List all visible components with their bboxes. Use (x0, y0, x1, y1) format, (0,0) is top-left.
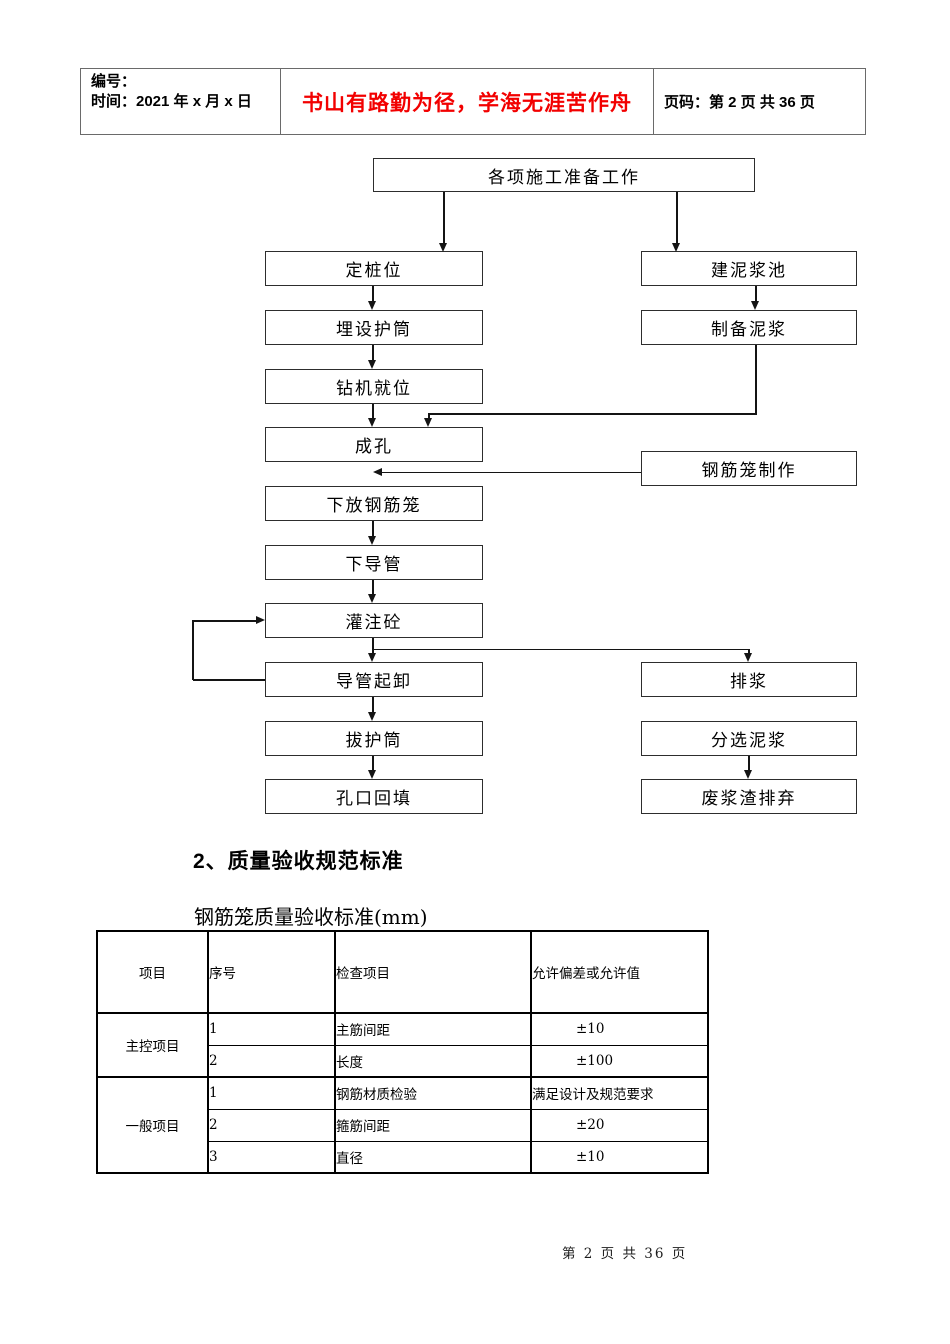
flow-arrow-line (748, 756, 750, 770)
flow-arrow-line (428, 413, 430, 419)
col-header-tolerance: 允许偏差或允许值 (530, 930, 709, 1014)
flow-arrow-line (443, 192, 445, 243)
flow-node-drill-in-place: 钻机就位 (265, 369, 483, 404)
col-header-seq: 序号 (207, 930, 336, 1014)
flow-node-prepare-mud: 制备泥浆 (641, 310, 857, 345)
flow-arrow-line (372, 756, 374, 770)
flow-arrow-line (372, 404, 374, 418)
quality-table-title: 钢筋笼质量验收标准(mm) (194, 905, 428, 929)
flow-node-prep: 各项施工准备工作 (373, 158, 755, 192)
flow-arrow-line (428, 413, 757, 415)
flow-node-cage-fabrication: 钢筋笼制作 (641, 451, 857, 486)
cell-tolerance: ±100 (530, 1044, 709, 1078)
header-cell-slogan: 书山有路勤为径，学海无涯苦作舟 (281, 69, 654, 134)
flow-node-pull-casing: 拔护筒 (265, 721, 483, 756)
flow-arrowhead-down (744, 770, 752, 779)
header-cell-page: 页码：第 2 页 共 36 页 (654, 69, 865, 134)
cell-seq: 2 (207, 1108, 336, 1142)
flow-arrowhead-down (368, 536, 376, 545)
header-slogan-text: 书山有路勤为径，学海无涯苦作舟 (302, 89, 632, 115)
flow-node-tremie-lift: 导管起卸 (265, 662, 483, 697)
cell-tolerance: ±10 (530, 1012, 709, 1046)
page-number-label: 页码：第 2 页 共 36 页 (664, 94, 815, 111)
cell-seq: 1 (207, 1076, 336, 1110)
flow-arrow-line (193, 620, 256, 622)
flow-arrow-line (192, 620, 194, 680)
flow-node-lower-cage: 下放钢筋笼 (265, 486, 483, 521)
flow-arrow-line (381, 471, 641, 473)
flow-arrowhead-down (368, 770, 376, 779)
flow-node-drilling: 成孔 (265, 427, 483, 462)
flow-arrow-line (373, 648, 749, 650)
table-row: 主控项目 1 主筋间距 ±10 (96, 1012, 709, 1078)
table-row: 2 长度 ±100 (97, 1044, 709, 1078)
group-name-main-control: 主控项目 (96, 1012, 209, 1078)
flow-arrow-line (193, 679, 265, 681)
quality-table: 项目 序号 检查项目 允许偏差或允许值 主控项目 1 主筋间距 ±10 2 长度… (96, 930, 709, 1174)
flow-arrowhead-left (373, 468, 382, 476)
cell-check-item: 长度 (334, 1044, 532, 1078)
group-name-general: 一般项目 (96, 1076, 209, 1174)
flow-node-discharge-slurry: 排浆 (641, 662, 857, 697)
cell-check-item: 箍筋间距 (334, 1108, 532, 1142)
flow-node-set-pile: 定桩位 (265, 251, 483, 286)
table-row: 2 箍筋间距 ±20 (97, 1108, 709, 1142)
doc-time-label: 时间：2021 年 x 月 x 日 (91, 93, 252, 110)
flow-arrow-line (372, 345, 374, 360)
flow-arrowhead-down (368, 712, 376, 721)
flow-arrow-line (372, 521, 374, 536)
flow-arrow-line (676, 192, 678, 243)
header-table: 编号： 时间：2021 年 x 月 x 日 书山有路勤为径，学海无涯苦作舟 页码… (80, 68, 866, 135)
cell-tolerance: ±10 (530, 1140, 709, 1174)
flow-arrow-line (755, 286, 757, 301)
flow-arrow-line (372, 638, 374, 653)
flow-arrowhead-down (368, 594, 376, 603)
cell-seq: 2 (207, 1044, 336, 1078)
flow-node-sort-slurry: 分选泥浆 (641, 721, 857, 756)
flow-arrow-line (372, 580, 374, 594)
flow-node-pour-concrete: 灌注砼 (265, 603, 483, 638)
flow-node-bury-casing: 埋设护筒 (265, 310, 483, 345)
flow-arrowhead-down (368, 301, 376, 310)
flow-arrowhead-down (751, 301, 759, 310)
flow-arrow-line (372, 697, 374, 712)
flow-arrowhead-down (368, 418, 376, 427)
table-header-row: 项目 序号 检查项目 允许偏差或允许值 (96, 930, 709, 1014)
flow-arrowhead-down (744, 653, 752, 662)
flow-node-backfill: 孔口回填 (265, 779, 483, 814)
cell-seq: 1 (207, 1012, 336, 1046)
flow-arrowhead-down (672, 243, 680, 252)
flow-arrowhead-down (424, 418, 432, 427)
quality-table-wrapper: 项目 序号 检查项目 允许偏差或允许值 主控项目 1 主筋间距 ±10 2 长度… (96, 930, 709, 1174)
table-row: 3 直径 ±10 (97, 1140, 709, 1174)
table-row: 一般项目 1 钢筋材质检验 满足设计及规范要求 (96, 1076, 709, 1174)
section-heading: 2、质量验收规范标准 (193, 850, 404, 873)
footer-page-info: 第 2 页 共 36 页 (562, 1246, 688, 1262)
cell-check-item: 直径 (334, 1140, 532, 1174)
cell-tolerance: 满足设计及规范要求 (530, 1076, 709, 1110)
flow-arrow-line (748, 648, 750, 655)
flow-arrowhead-down (439, 243, 447, 252)
cell-tolerance: ±20 (530, 1108, 709, 1142)
col-header-project: 项目 (96, 930, 209, 1014)
flow-arrow-line (372, 286, 374, 301)
flow-node-waste-disposal: 废浆渣排弃 (641, 779, 857, 814)
cell-check-item: 钢筋材质检验 (334, 1076, 532, 1110)
cell-seq: 3 (207, 1140, 336, 1174)
flow-arrowhead-right (256, 616, 265, 624)
flow-arrowhead-down (368, 653, 376, 662)
flow-node-build-mud-pool: 建泥浆池 (641, 251, 857, 286)
flow-node-lower-tremie: 下导管 (265, 545, 483, 580)
header-cell-meta: 编号： 时间：2021 年 x 月 x 日 (81, 69, 281, 134)
flow-arrow-line (755, 345, 757, 414)
cell-check-item: 主筋间距 (334, 1012, 532, 1046)
col-header-check-item: 检查项目 (334, 930, 532, 1014)
flow-arrowhead-down (368, 360, 376, 369)
doc-number-label: 编号： (91, 73, 137, 90)
